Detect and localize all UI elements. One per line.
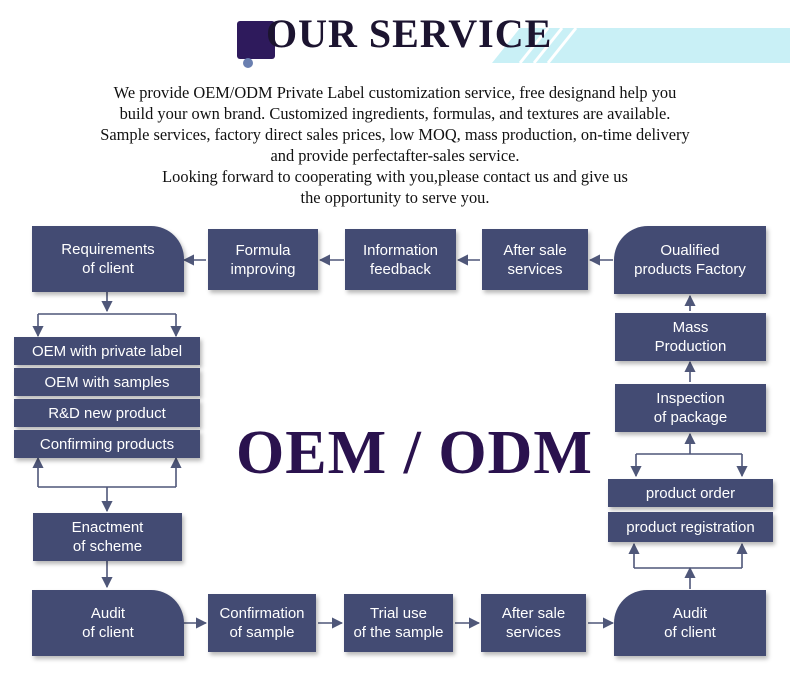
node-label: Audit of client: [664, 605, 716, 641]
node-label: product order: [645, 484, 736, 502]
intro-line: Looking forward to cooperating with you,…: [162, 167, 628, 186]
node-requirements-of-client: Requirements of client: [32, 226, 184, 292]
node-product-order: product order: [608, 479, 773, 507]
page-title: OUR SERVICE: [266, 11, 553, 56]
node-trial-use-of-sample: Trial use of the sample: [344, 594, 453, 652]
node-formula-improving: Formula improving: [208, 229, 318, 290]
node-label: R&D new product: [48, 404, 166, 422]
header-accent-dot: [243, 58, 253, 68]
node-label: Trial use of the sample: [353, 605, 444, 641]
intro-line: the opportunity to serve you.: [300, 188, 490, 207]
node-after-sale-services-bottom: After sale services: [481, 594, 586, 652]
node-rd-new-product: R&D new product: [14, 399, 200, 427]
node-confirmation-of-sample: Confirmation of sample: [208, 594, 316, 652]
node-label: Inspection of package: [653, 390, 728, 426]
node-label: Confirming products: [39, 435, 175, 453]
node-label: Information feedback: [362, 241, 439, 278]
header-accent-square: [237, 21, 275, 59]
node-label: OEM with private label: [31, 342, 183, 360]
node-product-registration: product registration: [608, 512, 773, 542]
node-label: Audit of client: [82, 605, 134, 641]
node-mass-production: Mass Production: [615, 313, 766, 361]
intro-line: build your own brand. Customized ingredi…: [119, 104, 671, 123]
node-label: After sale services: [501, 605, 566, 641]
node-label: Mass Production: [654, 319, 727, 355]
node-label: Requirements of client: [61, 241, 155, 277]
node-label: Enactment of scheme: [71, 519, 144, 555]
node-label: Confirmation of sample: [219, 605, 305, 641]
intro-line: We provide OEM/ODM Private Label customi…: [113, 83, 677, 102]
node-audit-of-client-right: Audit of client: [614, 590, 766, 656]
node-confirming-products: Confirming products: [14, 430, 200, 458]
node-after-sale-services-top: After sale services: [482, 229, 588, 290]
node-enactment-of-scheme: Enactment of scheme: [33, 513, 182, 561]
node-label: Oualified products Factory: [634, 242, 746, 278]
node-label: product registration: [626, 518, 755, 536]
node-information-feedback: Information feedback: [345, 229, 456, 290]
intro-text: We provide OEM/ODM Private Label customi…: [20, 82, 770, 208]
intro-line: Sample services, factory direct sales pr…: [100, 125, 690, 144]
node-oem-private-label: OEM with private label: [14, 337, 200, 365]
node-label: After sale services: [503, 241, 567, 278]
node-audit-of-client-left: Audit of client: [32, 590, 184, 656]
center-label-oem-odm: OEM / ODM: [236, 419, 593, 487]
node-label: Formula improving: [230, 241, 296, 278]
node-qualified-products-factory: Oualified products Factory: [614, 226, 766, 294]
node-inspection-of-package: Inspection of package: [615, 384, 766, 432]
node-label: OEM with samples: [44, 373, 170, 391]
header-stripe-band: [492, 27, 790, 64]
node-oem-with-samples: OEM with samples: [14, 368, 200, 396]
intro-line: and provide perfectafter-sales service.: [270, 146, 520, 165]
